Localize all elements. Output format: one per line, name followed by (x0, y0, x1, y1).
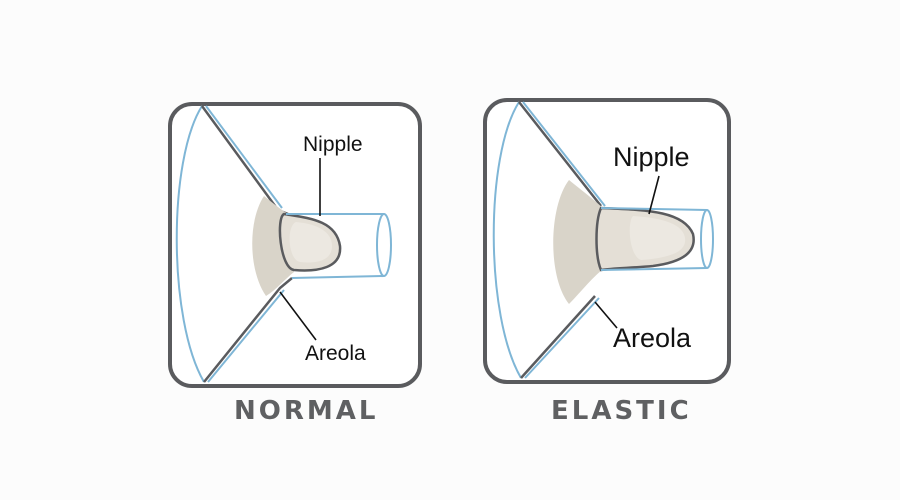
elastic-nipple-label: Nipple (613, 142, 690, 172)
normal-areola-leader (279, 291, 317, 341)
normal-breast-curve (175, 105, 205, 383)
normal-areola-label: Areola (305, 342, 366, 365)
normal-illustration (168, 102, 422, 388)
normal-tube (286, 213, 385, 279)
normal-nipple-label: Nipple (303, 133, 363, 156)
elastic-caption: ELASTIC (551, 396, 692, 426)
elastic-nipple-leader (648, 175, 660, 215)
elastic-diagram-panel: Nipple Areola (483, 96, 735, 386)
elastic-illustration (483, 98, 731, 384)
elastic-tube-opening (700, 209, 714, 269)
elastic-areola (553, 180, 607, 304)
elastic-funnel-upper-edge (518, 101, 602, 207)
elastic-areola-leader (594, 301, 618, 329)
elastic-breast-curve (492, 101, 522, 379)
elastic-funnel-lower-edge (520, 295, 596, 379)
elastic-tube (600, 207, 708, 271)
elastic-areola-label: Areola (613, 323, 692, 353)
normal-tube-opening (376, 213, 392, 277)
normal-caption: NORMAL (234, 396, 379, 426)
normal-funnel-lower-edge (203, 277, 293, 383)
normal-diagram-panel: Nipple Areola (168, 100, 430, 390)
